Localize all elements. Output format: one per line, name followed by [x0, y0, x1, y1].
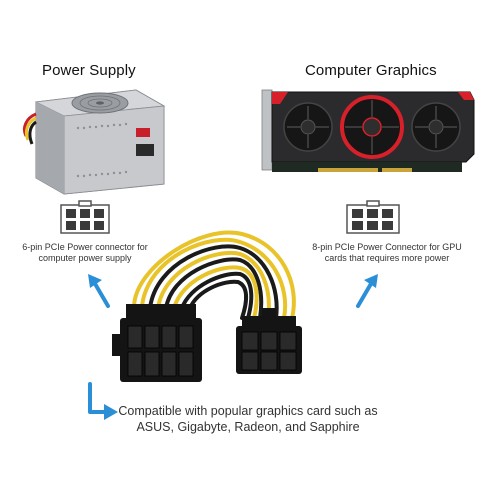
left-caption-line2: computer power supply: [38, 253, 132, 263]
up-right-arrow-icon-left: [88, 274, 110, 308]
compatibility-line2: ASUS, Gigabyte, Radeon, and Sapphire: [136, 420, 360, 434]
right-connector-caption: 8-pin PCIe Power Connector for GPU cards…: [298, 242, 476, 264]
power-supply-image: [22, 89, 166, 195]
six-pin-connector-icon-right: [346, 200, 400, 234]
compatibility-note: Compatible with popular graphics card su…: [114, 403, 382, 435]
right-caption-line1: 8-pin PCIe Power Connector for GPU: [312, 242, 462, 252]
pcie-adapter-cable-image: [112, 230, 302, 382]
bent-arrow-icon: [88, 382, 118, 420]
graphics-card-image: [261, 89, 475, 172]
computer-graphics-title: Computer Graphics: [305, 62, 437, 79]
eight-pin-connector: [112, 304, 202, 382]
right-caption-line2: cards that requires more power: [324, 253, 450, 263]
power-supply-title: Power Supply: [42, 62, 136, 79]
left-caption-line1: 6-pin PCIe Power connector for: [22, 242, 148, 252]
left-connector-caption: 6-pin PCIe Power connector for computer …: [10, 242, 160, 264]
six-pin-connector: [236, 308, 302, 374]
up-left-arrow-icon-right: [356, 274, 378, 308]
six-pin-connector-icon: [60, 200, 110, 234]
compatibility-line1: Compatible with popular graphics card su…: [118, 404, 378, 418]
